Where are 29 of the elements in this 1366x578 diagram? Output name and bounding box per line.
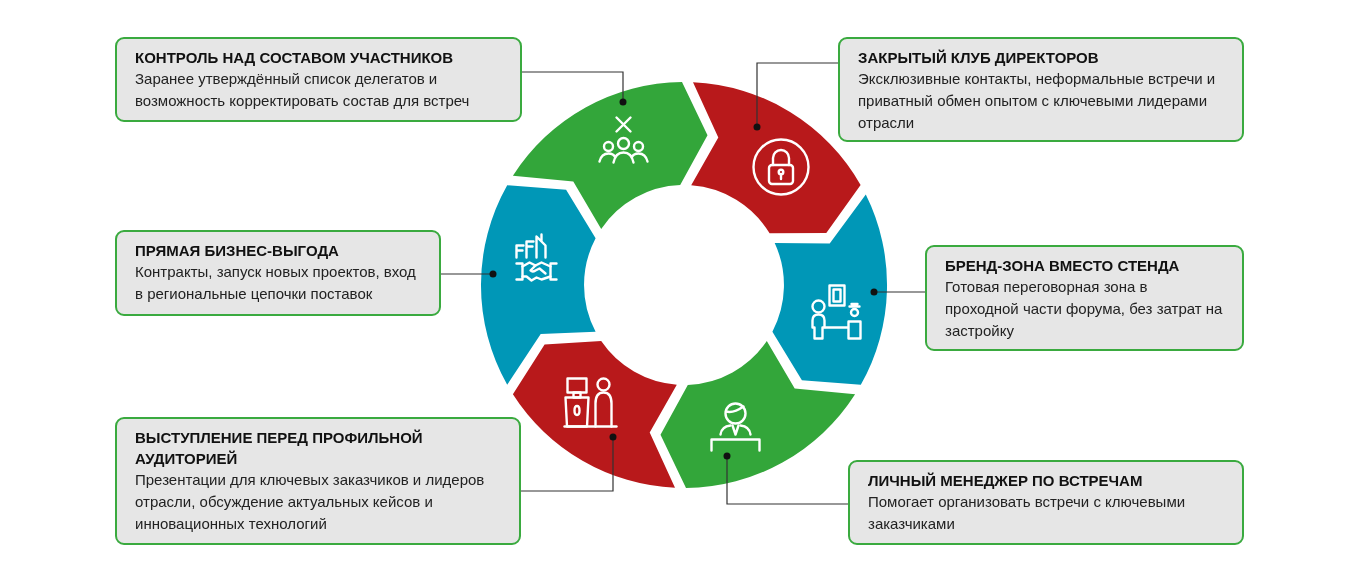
- box-description: Заранее утверждённый список делегатов и возможность корректировать состав для встреч: [135, 69, 471, 111]
- info-box: [848, 460, 1244, 545]
- arrow-segment: [512, 341, 677, 488]
- box-title: КОНТРОЛЬ НАД СОСТАВОМ УЧАСТНИКОВ: [135, 48, 455, 68]
- box-title: ЛИЧНЫЙ МЕНЕДЖЕР ПО ВСТРЕЧАМ: [868, 471, 1144, 491]
- arrow-segment: [660, 341, 856, 488]
- box-title: ПРЯМАЯ БИЗНЕС-ВЫГОДА: [135, 241, 340, 261]
- box-description: Помогает организовать встречи с ключевыми заказчиками: [868, 492, 1187, 534]
- leader-line: [521, 71, 627, 106]
- box-description: Контракты, запуск новых проектов, вход в региональные цепочки поставок: [135, 262, 417, 304]
- info-box: [838, 37, 1244, 142]
- info-box: [115, 37, 522, 122]
- info-box: [115, 417, 521, 545]
- leader-line: [723, 452, 849, 505]
- arrow-segment: [480, 185, 596, 385]
- box-description: Презентации для ключевых заказчиков и лидеров отрасли, обсуждение актуальных кейсов и инновационных технологий: [135, 470, 486, 534]
- leader-line: [520, 433, 617, 492]
- leader-line: [440, 270, 497, 278]
- info-box: [115, 230, 441, 316]
- box-description: Готовая переговорная зона в проходной части форума, без затрат на застройку: [945, 277, 1224, 341]
- info-box: [925, 245, 1244, 351]
- box-title: ЗАКРЫТЫЙ КЛУБ ДИРЕКТОРОВ: [858, 48, 1100, 68]
- box-title: БРЕНД-ЗОНА ВМЕСТО СТЕНДА: [945, 256, 1181, 276]
- box-description: Эксклюзивные контакты, неформальные встречи и приватный обмен опытом с ключевыми лидерами отрасли: [858, 69, 1217, 133]
- leader-line: [870, 288, 926, 296]
- arrow-segment: [512, 82, 708, 229]
- box-title: ВЫСТУПЛЕНИЕ ПЕРЕД ПРОФИЛЬНОЙ АУДИТОРИЕЙ: [135, 428, 424, 469]
- arrow-segment: [772, 194, 887, 385]
- leader-line: [753, 62, 839, 131]
